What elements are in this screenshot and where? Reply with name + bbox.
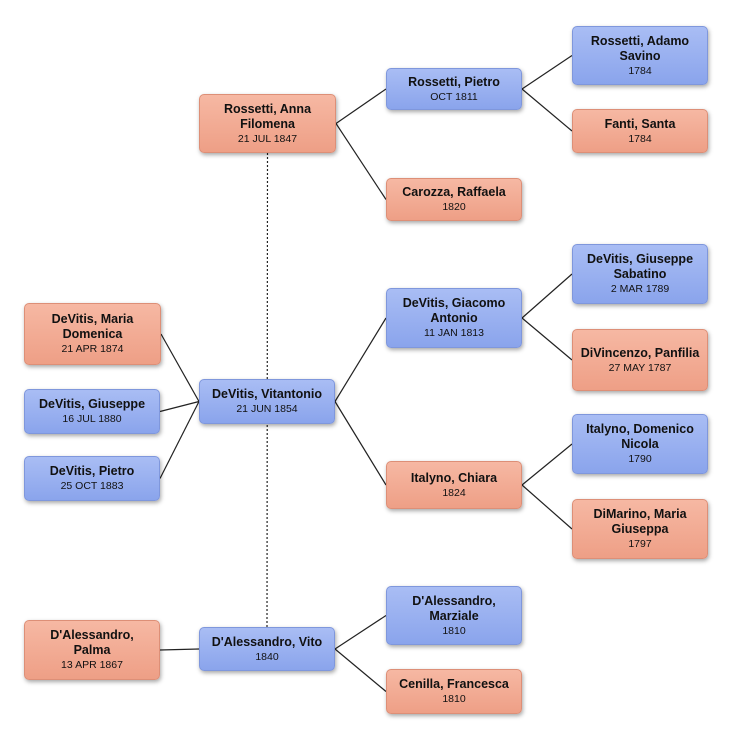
- person-card-marziale-dalessandro[interactable]: D'Alessandro, Marziale 1810: [386, 586, 522, 645]
- person-name: Fanti, Santa: [604, 116, 676, 131]
- parent-link-line: [335, 88, 387, 124]
- person-date: 21 JUL 1847: [237, 132, 298, 145]
- person-card-giuseppe-devitis[interactable]: DeVitis, Giuseppe 16 JUL 1880: [24, 389, 160, 434]
- person-card-domenico-nicola-italyno[interactable]: Italyno, Domenico Nicola 1790: [572, 414, 708, 474]
- parent-link-line: [521, 484, 573, 530]
- person-date: 1790: [628, 453, 652, 465]
- person-name: D'Alessandro, Vito: [211, 634, 323, 649]
- child-link-line: [160, 333, 200, 402]
- person-card-pietro-devitis[interactable]: DeVitis, Pietro 25 OCT 1883: [24, 456, 160, 501]
- person-name: D'Alessandro, Palma: [50, 628, 134, 657]
- person-card-vito-dalessandro[interactable]: D'Alessandro, Vito 1840: [199, 627, 335, 671]
- person-name: D'Alessandro, Marziale: [412, 593, 496, 623]
- child-link-line: [159, 400, 200, 413]
- parent-link-line: [521, 443, 573, 486]
- person-name: DeVitis, Maria Domenica: [51, 312, 134, 341]
- person-card-adamo-savino-rossetti[interactable]: Rossetti, Adamo Savino 1784: [572, 26, 708, 85]
- person-date: 1820: [442, 201, 466, 213]
- person-name: DeVitis, Pietro: [49, 464, 135, 478]
- parent-link-line: [334, 614, 387, 650]
- person-card-giacomo-antonio-devitis[interactable]: DeVitis, Giacomo Antonio 11 JAN 1813: [386, 288, 522, 348]
- person-date: 21 APR 1874: [61, 343, 124, 355]
- person-name: DiMarino, Maria Giuseppa: [593, 507, 687, 536]
- person-name: DiVincenzo, Panfilia: [580, 345, 700, 360]
- person-name: Rossetti, Pietro: [408, 74, 500, 89]
- parent-link-line: [335, 123, 387, 200]
- person-card-vitantonio-devitis[interactable]: DeVitis, Vitantonio 21 JUN 1854: [199, 379, 335, 424]
- person-name: Italyno, Domenico Nicola: [586, 422, 694, 451]
- person-date: 11 JAN 1813: [424, 327, 484, 339]
- person-date: 1824: [442, 486, 466, 499]
- person-date: 25 OCT 1883: [60, 480, 124, 492]
- person-name: Rossetti, Anna Filomena: [223, 101, 312, 131]
- parent-link-line: [521, 55, 573, 90]
- person-name: Rossetti, Adamo Savino: [590, 33, 690, 63]
- person-card-chiara-italyno[interactable]: Italyno, Chiara 1824: [386, 461, 522, 509]
- parent-link-line: [334, 648, 387, 692]
- person-date: 1797: [628, 538, 652, 550]
- person-date: 2 MAR 1789: [610, 283, 670, 295]
- person-date: 1810: [442, 693, 466, 705]
- person-card-francesca-cenilla[interactable]: Cenilla, Francesca 1810: [386, 669, 522, 714]
- person-date: 27 MAY 1787: [608, 361, 672, 374]
- person-card-anna-filomena-rossetti[interactable]: Rossetti, Anna Filomena 21 JUL 1847: [199, 94, 336, 153]
- parent-link-line: [521, 317, 573, 361]
- person-date: OCT 1811: [430, 90, 478, 103]
- person-name: DeVitis, Giacomo Antonio: [402, 296, 506, 325]
- child-link-line: [159, 401, 200, 479]
- person-name: DeVitis, Giuseppe: [38, 397, 146, 411]
- person-name: Italyno, Chiara: [410, 470, 498, 485]
- person-card-giuseppe-sabatino-devitis[interactable]: DeVitis, Giuseppe Sabatino 2 MAR 1789: [572, 244, 708, 304]
- person-date: 1840: [255, 650, 279, 663]
- person-date: 13 APR 1867: [61, 659, 123, 671]
- person-card-panfilia-divincenzo[interactable]: DiVincenzo, Panfilia 27 MAY 1787: [572, 329, 708, 391]
- person-date: 1810: [442, 624, 466, 637]
- person-card-santa-fanti[interactable]: Fanti, Santa 1784: [572, 109, 708, 153]
- person-card-palma-dalessandro[interactable]: D'Alessandro, Palma 13 APR 1867: [24, 620, 160, 680]
- parent-link-line: [334, 317, 387, 402]
- person-date: 1784: [628, 64, 652, 77]
- person-name: Cenilla, Francesca: [399, 677, 509, 691]
- person-card-maria-domenica-devitis[interactable]: DeVitis, Maria Domenica 21 APR 1874: [24, 303, 161, 365]
- parent-link-line: [521, 273, 573, 319]
- parent-link-line: [521, 88, 573, 132]
- parent-link-line: [334, 401, 387, 486]
- person-name: DeVitis, Giuseppe Sabatino: [586, 252, 694, 281]
- person-date: 16 JUL 1880: [62, 413, 122, 425]
- person-date: 21 JUN 1854: [236, 403, 298, 415]
- person-date: 1784: [628, 132, 652, 145]
- person-card-raffaela-carozza[interactable]: Carozza, Raffaela 1820: [386, 178, 522, 221]
- person-name: DeVitis, Vitantonio: [212, 387, 322, 401]
- child-link-line: [159, 648, 200, 651]
- person-card-maria-giuseppa-dimarino[interactable]: DiMarino, Maria Giuseppa 1797: [572, 499, 708, 559]
- person-name: Carozza, Raffaela: [402, 185, 506, 199]
- person-card-pietro-rossetti[interactable]: Rossetti, Pietro OCT 1811: [386, 68, 522, 110]
